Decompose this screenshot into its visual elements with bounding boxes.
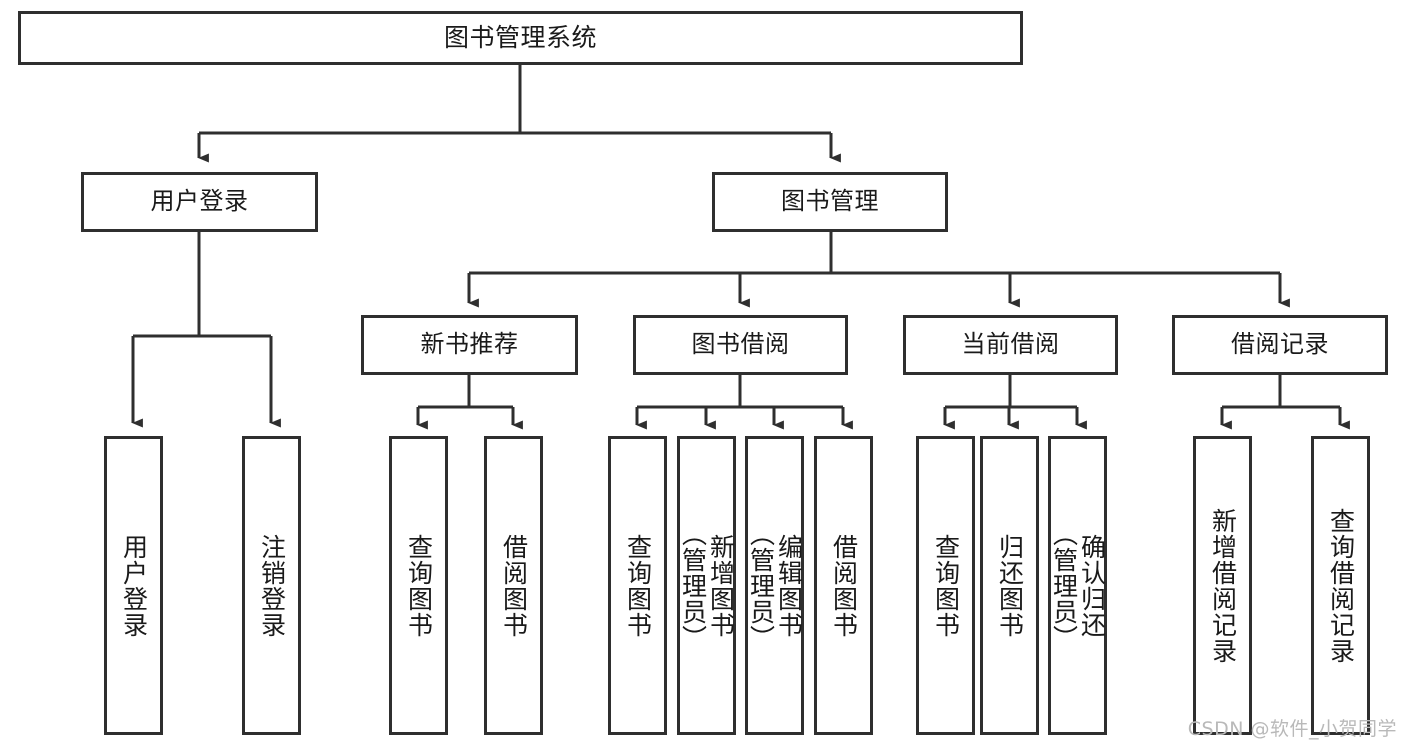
leaf-edit-book-admin[interactable]: 编辑图书 （管理员） [745, 436, 804, 735]
leaf-confirm-return-admin[interactable]: 确认归还 （管理员） [1048, 436, 1107, 735]
node-label: 用户登录 [119, 533, 149, 638]
node-label: 借阅记录 [1231, 330, 1329, 359]
leaf-borrow-book[interactable]: 借阅图书 [814, 436, 873, 735]
node-label: 查询图书 [623, 533, 653, 638]
node-root-system[interactable]: 图书管理系统 [18, 11, 1023, 65]
node-label: 查询借阅记录 [1326, 507, 1356, 664]
leaf-query-book-borrow[interactable]: 查询图书 [608, 436, 667, 735]
leaf-query-borrow-record[interactable]: 查询借阅记录 [1311, 436, 1370, 735]
node-label: 注销登录 [257, 533, 287, 638]
node-label: 图书借阅 [691, 330, 790, 359]
leaf-return-book[interactable]: 归还图书 [980, 436, 1039, 735]
node-label: 确认归还 （管理员） [1049, 520, 1107, 651]
csdn-watermark: CSDN @软件_小贺同学 [1187, 718, 1397, 740]
node-label: 借阅图书 [829, 533, 859, 638]
node-label: 借阅图书 [499, 533, 529, 638]
node-label: 新书推荐 [420, 330, 519, 359]
node-label: 图书管理 [781, 187, 879, 216]
node-label: 归还图书 [995, 533, 1025, 638]
leaf-query-book-current[interactable]: 查询图书 [916, 436, 975, 735]
leaf-borrow-book-new[interactable]: 借阅图书 [484, 436, 543, 735]
node-book-borrow[interactable]: 图书借阅 [633, 315, 848, 375]
node-label: 用户登录 [150, 187, 249, 216]
node-user-login[interactable]: 用户登录 [81, 172, 318, 232]
node-book-management[interactable]: 图书管理 [712, 172, 948, 232]
leaf-logout-login[interactable]: 注销登录 [242, 436, 301, 735]
node-label: 当前借阅 [961, 330, 1060, 359]
leaf-query-book-new[interactable]: 查询图书 [389, 436, 448, 735]
leaf-user-login[interactable]: 用户登录 [104, 436, 163, 735]
node-label: 编辑图书 （管理员） [746, 520, 804, 651]
node-label: 查询图书 [931, 533, 961, 638]
node-label: 新增借阅记录 [1208, 507, 1238, 664]
node-label: 新增图书 （管理员） [678, 520, 736, 651]
node-new-book-recommend[interactable]: 新书推荐 [361, 315, 578, 375]
node-label: 图书管理系统 [443, 22, 597, 52]
leaf-add-book-admin[interactable]: 新增图书 （管理员） [677, 436, 736, 735]
node-borrow-record[interactable]: 借阅记录 [1172, 315, 1388, 375]
node-label: 查询图书 [404, 533, 434, 638]
node-current-borrow[interactable]: 当前借阅 [903, 315, 1118, 375]
leaf-add-borrow-record[interactable]: 新增借阅记录 [1193, 436, 1252, 735]
